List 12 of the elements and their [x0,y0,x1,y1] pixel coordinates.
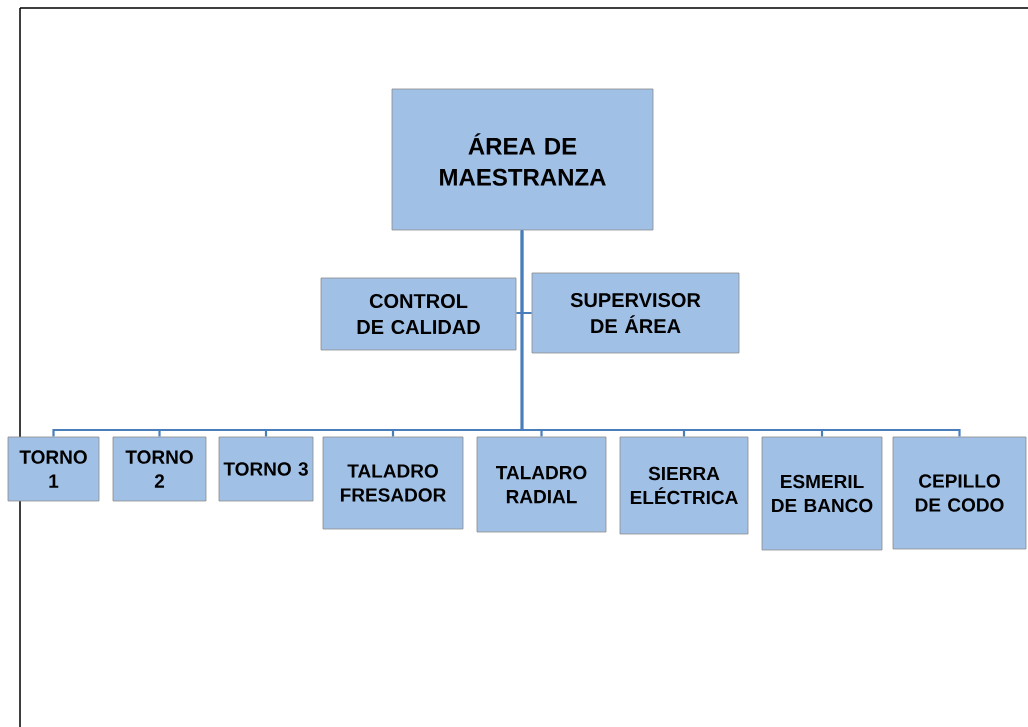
staff-box: SUPERVISOR DE ÁREA [531,272,740,354]
unit-box: TALADRO RADIAL [476,436,607,533]
unit-box: SIERRA ELÉCTRICA [619,436,749,535]
department-box: ÁREA DE MAESTRANZA [391,88,654,231]
unit-box: TORNO 2 [112,436,207,502]
unit-box: TORNO 1 [7,436,100,502]
connector-line [520,230,961,437]
unit-box: TALADRO FRESADOR [322,436,464,530]
unit-box: TORNO 3 [218,436,314,502]
staff-box: CONTROL DE CALIDAD [320,277,517,351]
unit-box: ESMERIL DE BANCO [761,436,883,551]
unit-box: CEPILLO DE CODO [892,436,1027,550]
